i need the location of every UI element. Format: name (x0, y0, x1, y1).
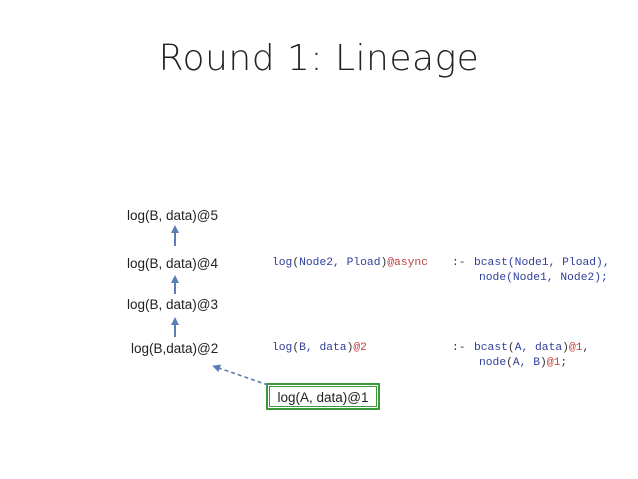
rule2-head-args: B, data (299, 342, 347, 354)
rule2-b2-open: ( (506, 357, 513, 369)
lineage-node-1: log(A, data)@1 (277, 390, 369, 405)
rule2-b1-end: , (582, 342, 590, 354)
rule1-head-time: @async (387, 257, 428, 269)
lineage-node-4: log(B, data)@4 (127, 256, 218, 271)
rule2-body-2: node(A, B)@1; (479, 357, 567, 369)
rule2-b1-open: ( (507, 342, 515, 354)
rule2-head-close: ) (346, 342, 354, 354)
rule1-head-args: Node2, Pload (299, 257, 381, 269)
rule1-body-1: bcast(Node1, Pload), (474, 257, 610, 269)
rule1-head: log(Node2, Pload)@async (272, 257, 428, 269)
rule2-head-time: @2 (353, 342, 367, 354)
rule2-head-pred: log (272, 342, 293, 354)
lineage-node-3: log(B, data)@3 (127, 297, 218, 312)
rule2-b2-time: @1 (546, 357, 561, 369)
rule1-b1-args: (Node1, Pload), (507, 257, 610, 269)
rule2-b2-close: ) (540, 357, 547, 369)
rule1-b2-args: (Node1, Node2); (506, 272, 608, 284)
lineage-node-1-box: log(A, data)@1 (266, 383, 380, 410)
rule2-body-1: bcast(A, data)@1, (474, 342, 589, 354)
rule2-b1-close: ) (562, 342, 569, 354)
rule2-b1-pred: bcast (474, 342, 508, 354)
rule2-head-open: ( (292, 342, 300, 354)
rule2-b1-time: @1 (568, 342, 583, 354)
rule2-b2-pred: node (479, 357, 507, 369)
lineage-node-5: log(B, data)@5 (127, 208, 218, 223)
lineage-node-2: log(B,data)@2 (131, 341, 219, 356)
rule1-head-pred: log (272, 257, 293, 269)
rule2-b2-args: A, B (512, 357, 541, 369)
rule1-head-open: ( (292, 257, 300, 269)
rule1-op: :- (452, 257, 466, 269)
rule2-op: :- (452, 342, 466, 354)
arrow-dashed-1-to-2 (212, 364, 269, 386)
rule2-b2-end: ; (560, 357, 568, 369)
rule2-head: log(B, data)@2 (272, 342, 367, 354)
rule1-b2-pred: node (479, 272, 507, 284)
rule1-head-close: ) (380, 257, 388, 269)
rule2-b1-args: A, data (514, 342, 563, 354)
rule1-body-2: node(Node1, Node2); (479, 272, 608, 284)
rule1-b1-pred: bcast (474, 257, 508, 269)
slide-title: Round 1: Lineage (158, 38, 480, 79)
